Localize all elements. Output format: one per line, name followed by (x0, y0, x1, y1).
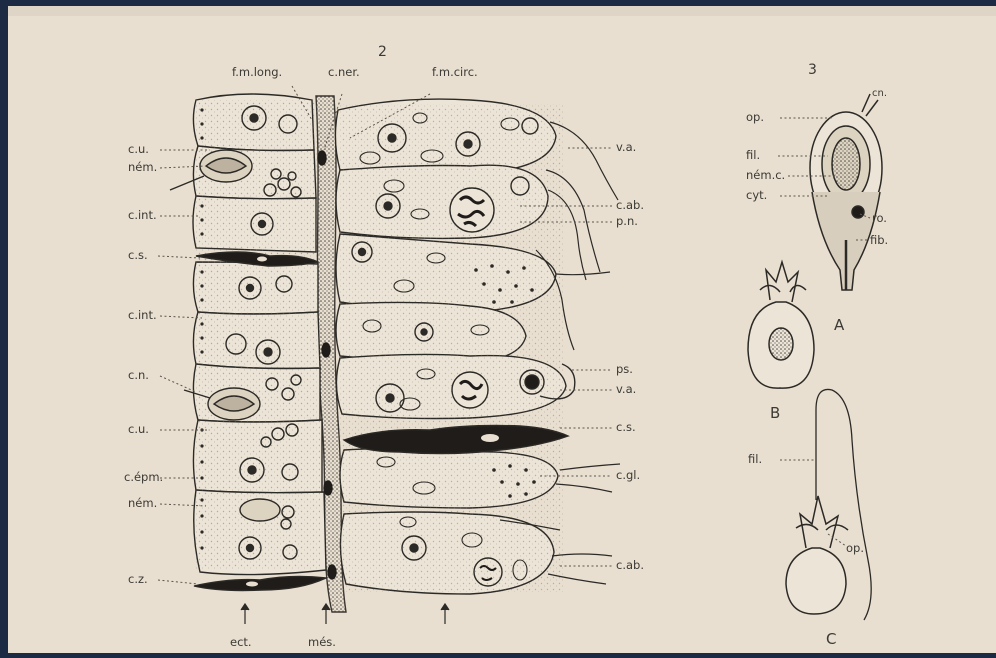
label-ro: ro. (872, 211, 887, 225)
label-op-C: op. (846, 541, 864, 555)
label-c-s-2: c.s. (616, 420, 636, 434)
figure-number-2: 2 (378, 44, 387, 60)
figure-2 (158, 86, 620, 624)
label-ps: ps. (616, 362, 633, 376)
label-c-s-1: c.s. (128, 248, 148, 262)
label-A: A (834, 316, 845, 334)
label-fil: fil. (746, 148, 760, 162)
label-p-n: p.n. (616, 214, 638, 228)
label-nem-1: ném. (128, 160, 157, 174)
label-c-z: c.z. (128, 572, 148, 586)
label-c-ner: c.ner. (328, 65, 360, 79)
label-nem-2: ném. (128, 496, 157, 510)
label-mes: més. (308, 635, 336, 649)
label-nem-c: ném.c. (746, 168, 785, 182)
label-c-ab-1: c.ab. (616, 198, 644, 212)
ectoderm (170, 94, 326, 591)
label-c-int-2: c.int. (128, 308, 157, 322)
label-C: C (826, 630, 836, 648)
label-c-n: c.n. (128, 368, 149, 382)
label-c-u-2: c.u. (128, 422, 149, 436)
label-fil-C: fil. (748, 452, 762, 466)
label-c-ab-2: c.ab. (616, 558, 644, 572)
label-c-gl: c.gl. (616, 468, 640, 482)
label-B: B (770, 404, 780, 422)
label-v-a-2: v.a. (616, 382, 636, 396)
label-f-m-circ: f.m.circ. (432, 65, 478, 79)
figure-number-3: 3 (808, 62, 817, 78)
label-cn: cn. (872, 88, 887, 99)
label-op: op. (746, 110, 764, 124)
label-fib: fib. (870, 233, 888, 247)
label-v-a-1: v.a. (616, 140, 636, 154)
label-f-m-long: f.m.long. (232, 65, 282, 79)
label-c-epm: c.épm. (124, 470, 163, 484)
label-c-int-1: c.int. (128, 208, 157, 222)
label-ect: ect. (230, 635, 252, 649)
label-cyt: cyt. (746, 188, 767, 202)
label-c-u-1: c.u. (128, 142, 149, 156)
